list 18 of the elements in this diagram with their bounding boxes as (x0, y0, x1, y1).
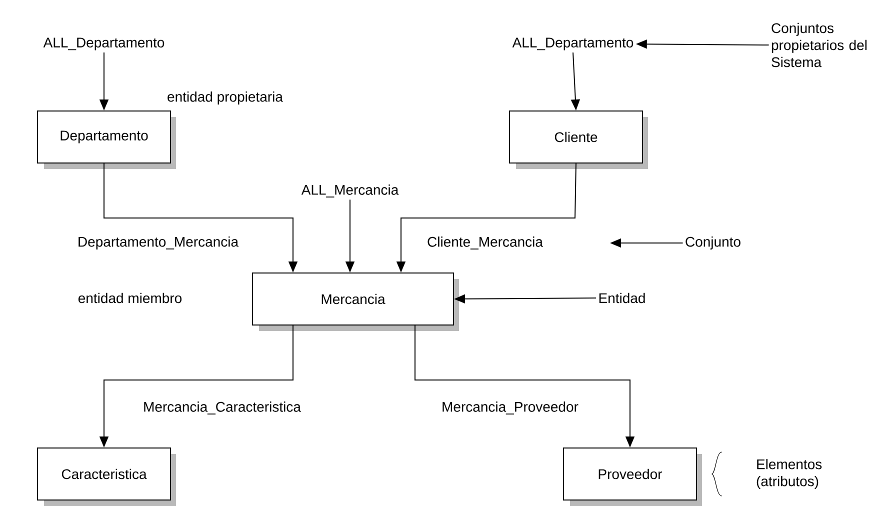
note-text: entidad propietaria (168, 91, 283, 105)
entity-box: Cliente (509, 110, 648, 169)
entity-box: Departamento (37, 110, 176, 169)
set-name: ALL_Mercancia (301, 184, 399, 198)
edge-label: Mercancia_Proveedor (440, 400, 580, 416)
note-text: Elementos (atributos) (756, 458, 822, 490)
edge-label: Departamento_Mercancia (75, 234, 241, 252)
entity-box: Mercancia (252, 272, 459, 331)
set-name: Entidad (599, 292, 645, 304)
note-text: entidad miembro (78, 292, 182, 304)
set-name: ALL_Departamento (43, 38, 164, 50)
set-name: Conjunto (686, 236, 740, 250)
entity-box: Proveedor (563, 448, 702, 506)
edge-label: Cliente_Mercancia (425, 234, 545, 252)
entity-box: Caracteristica (37, 448, 176, 506)
annotation-text: Conjuntos propietarios del Sistema (772, 22, 867, 68)
edge-label: Mercancia_Caracteristica (141, 400, 303, 416)
set-name: ALL_Departamento (512, 38, 634, 50)
